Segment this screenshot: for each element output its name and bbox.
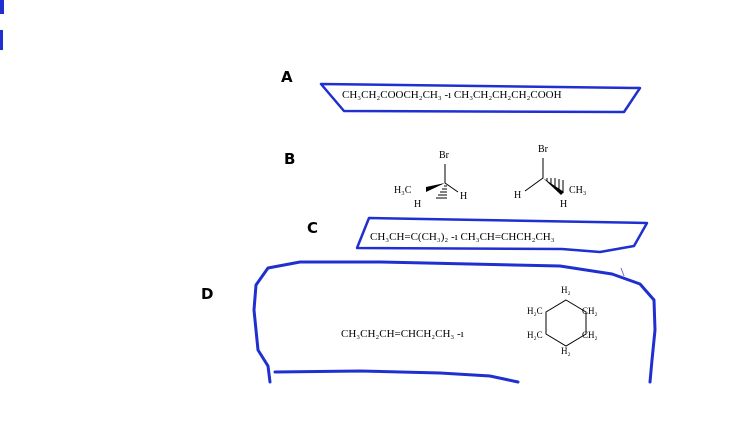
option-d-letter: D (201, 285, 214, 303)
b-left-br: Br (439, 150, 449, 161)
b-right-hash (546, 178, 564, 193)
stray-mark (620, 267, 625, 277)
option-c-outline (355, 216, 649, 254)
b-right-bond-h (524, 177, 544, 192)
option-c-first: CH₃CH=C(CH₃)₂ (370, 231, 449, 243)
left-edge-mark-2 (0, 30, 3, 50)
option-d-first: CH₃CH₂CH=CHCH₂CH₃ (341, 328, 455, 340)
option-d-outline-bottom (273, 369, 520, 384)
option-d-separator: -ı (456, 328, 464, 340)
option-c-second: CH₃CH=CHCH₂CH₃ (460, 231, 555, 243)
b-left-hash (436, 185, 447, 199)
b-left-wedge (426, 183, 445, 192)
b-right-br: Br (538, 144, 548, 155)
b-right-h2: H (560, 199, 568, 210)
d-ring-lower-left: H₂C (527, 330, 543, 340)
d-ring-upper-right: CH₂ (582, 306, 598, 316)
option-c-separator: -ı (450, 231, 458, 243)
option-c-formula: CH₃CH=C(CH₃)₂ -ı CH₃CH=CHCH₂CH₃ (370, 231, 555, 243)
left-edge-mark (0, 0, 4, 14)
b-right-wedge (543, 178, 564, 195)
b-right-sub: CH₃ (569, 185, 587, 196)
d-ring-bonds (545, 299, 587, 347)
option-a-letter: A (281, 68, 293, 86)
option-c-letter: C (307, 219, 319, 237)
b-left-h2: H (414, 199, 422, 210)
d-ring-top: H₂ (561, 285, 571, 295)
option-d-formula: CH₃CH₂CH=CHCH₂CH₃ -ı (341, 328, 464, 340)
b-left-h1: H (460, 191, 468, 202)
b-right-h1: H (514, 190, 522, 201)
d-ring-bottom: H₂ (561, 346, 571, 356)
b-left-sub: H₃C (394, 185, 412, 196)
d-ring-upper-left: H₂C (527, 306, 543, 316)
option-a-separator: -ı (444, 89, 452, 101)
option-d-outline (252, 260, 657, 384)
option-b-letter: B (284, 150, 296, 168)
option-a-first: CH₃CH₂COOCH₂CH₃ (342, 89, 442, 101)
option-a-outline (319, 82, 642, 114)
option-a-second: CH₃CH₂CH₂CH₂COOH (453, 89, 562, 101)
b-left-bond-h (444, 182, 459, 193)
d-ring-lower-right: CH₂ (582, 330, 598, 340)
option-a-formula: CH₃CH₂COOCH₂CH₃ -ı CH₃CH₂CH₂CH₂COOH (342, 89, 562, 101)
